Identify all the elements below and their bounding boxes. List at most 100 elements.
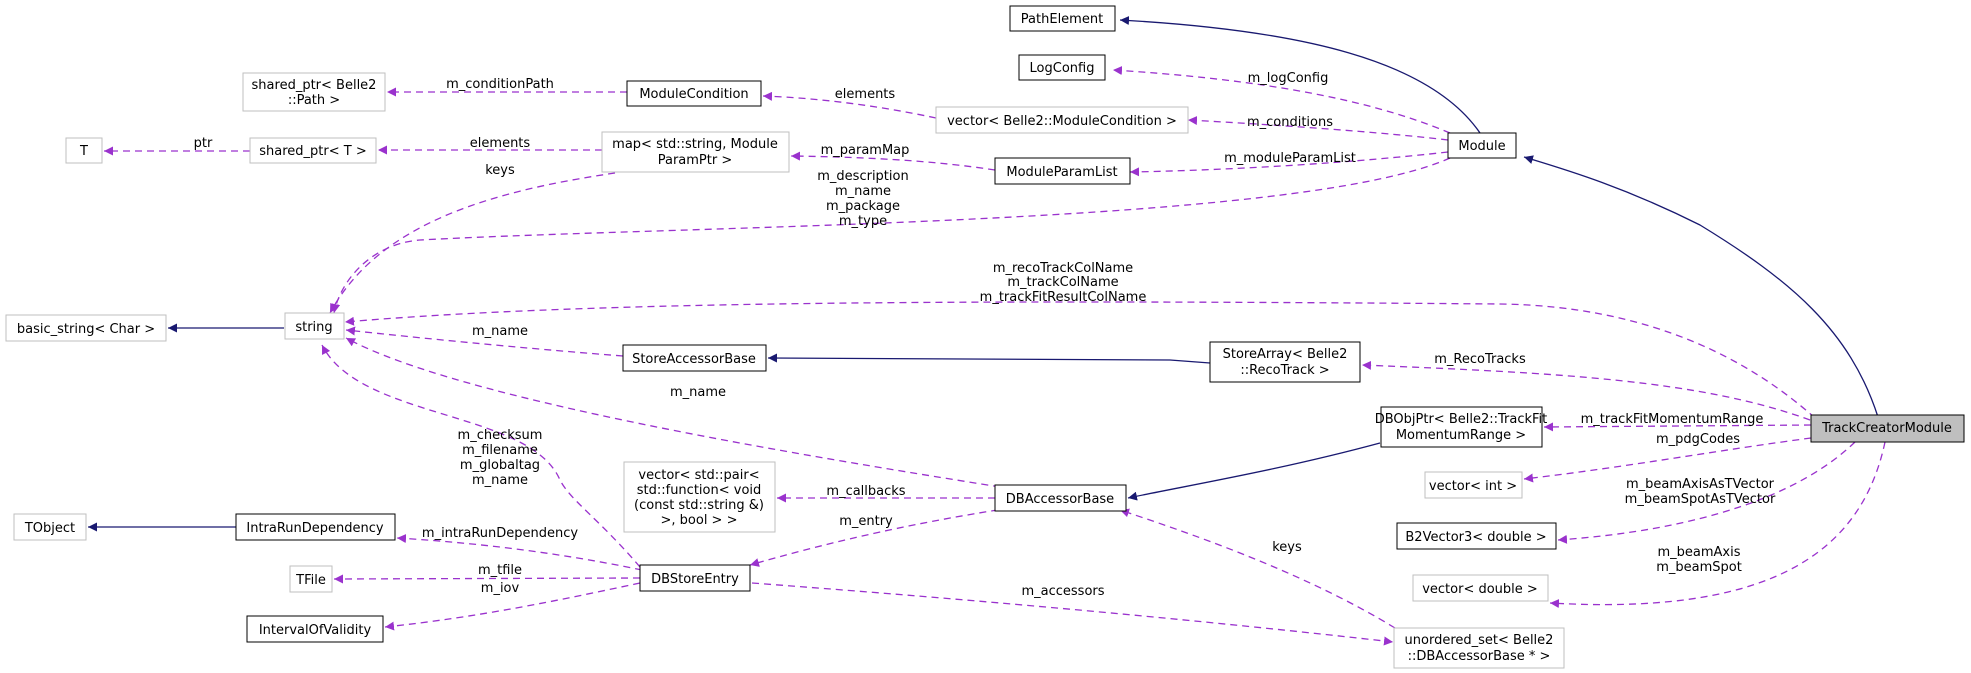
edge-storeaccessorbase-to-string (345, 326, 624, 357)
node-label: string (295, 320, 332, 335)
node-label: StoreAccessorBase (632, 352, 756, 367)
edge-label-parammap: m_paramMap (821, 143, 910, 158)
edge-label-line: m_beamSpotAsTVector (1625, 492, 1776, 507)
edge-label-intrarun: m_intraRunDependency (422, 526, 578, 541)
edge-module-to-moduleparamlist (1129, 151, 1449, 177)
edge-trackcreator-to-b2vector3 (1557, 441, 1856, 544)
node-logconfig[interactable]: LogConfig (1018, 54, 1106, 81)
node-modulecondition[interactable]: ModuleCondition (626, 80, 762, 107)
edge-label-db-name: m_name (670, 385, 726, 400)
edge-dbstoreentry-to-intervalofvalidity (384, 582, 641, 631)
edge-label-line: m_package (826, 199, 900, 214)
edge-dbaccessorbase-to-string (345, 337, 1001, 488)
node-b2vector3[interactable]: B2Vector3< double > (1396, 522, 1557, 550)
edge-vectormodulecondition-to-modulecondition (762, 91, 937, 119)
node-vector-modulecondition[interactable]: vector< Belle2::ModuleCondition > (935, 106, 1189, 134)
edge-trackcreator-to-storearray (1361, 360, 1811, 421)
edge-label-entry: m_entry (839, 514, 893, 529)
node-label: shared_ptr< T > (259, 144, 366, 159)
node-basicstring[interactable]: basic_string< Char > (5, 314, 167, 342)
edge-module-to-logconfig (1112, 66, 1451, 134)
node-label: StoreArray< Belle2 (1223, 347, 1348, 362)
node-sharedptr-path[interactable]: shared_ptr< Belle2 ::Path > (242, 72, 386, 112)
edge-module-to-pathelement (1119, 16, 1481, 134)
edge-label-line: m_recoTrackColName (993, 261, 1133, 276)
node-map-moduleparam[interactable]: map< std::string, Module ParamPtr > (601, 131, 790, 173)
edge-label-line: m_checksum (458, 428, 543, 443)
node-storeaccessorbase[interactable]: StoreAccessorBase (622, 344, 767, 372)
edge-label-track-strings: m_recoTrackColName m_trackColName m_trac… (980, 261, 1147, 305)
edge-label-line: m_name (835, 184, 891, 199)
edge-trackcreator-to-vectorint (1523, 437, 1812, 483)
edge-label-line: m_name (472, 473, 528, 488)
node-label: TrackCreatorModule (1821, 421, 1952, 436)
edge-label-beam-axis: m_beamAxis m_beamSpot (1656, 545, 1742, 575)
node-string[interactable]: string (284, 312, 345, 340)
node-tfile[interactable]: TFile (289, 565, 333, 593)
edge-dbaccessorbase-to-dbstoreentry (749, 507, 1011, 567)
node-pathelement[interactable]: PathElement (1009, 5, 1116, 32)
edge-dbobjptr-to-dbaccessorbase (1127, 442, 1381, 501)
edge-label-line: m_description (817, 169, 908, 184)
node-label: DBObjPtr< Belle2::TrackFit (1375, 412, 1548, 427)
edge-dbstoreentry-to-unorderedset (751, 582, 1394, 646)
node-label: ParamPtr > (658, 153, 733, 168)
node-label: >, bool > > (661, 513, 738, 528)
edge-label-conditionpath: m_conditionPath (446, 77, 554, 92)
node-label: Module (1458, 139, 1505, 154)
edge-label-iov: m_iov (481, 581, 520, 596)
edge-label-logconfig: m_logConfig (1248, 71, 1329, 86)
edge-dbstoreentry-to-tfile (333, 574, 641, 584)
node-unorderedset[interactable]: unordered_set< Belle2 ::DBAccessorBase *… (1393, 627, 1565, 669)
node-label: vector< std::pair< (638, 468, 759, 483)
edge-module-to-string (331, 157, 1451, 314)
edge-label-tfile: m_tfile (478, 563, 522, 578)
node-label: ModuleParamList (1006, 165, 1117, 180)
edge-label-line: m_type (839, 214, 887, 229)
node-moduleparamlist[interactable]: ModuleParamList (994, 157, 1131, 185)
node-sharedptr-t[interactable]: shared_ptr< T > (249, 137, 377, 164)
node-vector-pair-callback[interactable]: vector< std::pair< std::function< void (… (623, 461, 776, 533)
edge-label-line: m_globaltag (460, 458, 540, 473)
node-label: map< std::string, Module (612, 137, 778, 152)
node-label: ModuleCondition (639, 87, 748, 102)
node-vector-double[interactable]: vector< double > (1412, 574, 1549, 602)
node-intervalofvalidity[interactable]: IntervalOfValidity (246, 615, 384, 643)
edge-unorderedset-to-dbaccessorbase (1119, 508, 1396, 629)
node-label: DBStoreEntry (651, 572, 739, 587)
node-t[interactable]: T (65, 137, 103, 164)
node-label: LogConfig (1030, 61, 1095, 76)
edge-label-line: m_beamAxisAsTVector (1626, 477, 1775, 492)
edge-label-accessors: m_accessors (1021, 584, 1104, 599)
node-label: TFile (295, 573, 326, 588)
node-trackcreatormodule[interactable]: TrackCreatorModule (1810, 414, 1965, 443)
edge-label-line: m_beamAxis (1657, 545, 1740, 560)
edge-label-line: m_trackFitResultColName (980, 290, 1147, 305)
node-vector-int[interactable]: vector< int > (1424, 471, 1523, 499)
node-storearray-recotrack[interactable]: StoreArray< Belle2 ::RecoTrack > (1209, 341, 1361, 383)
node-label: shared_ptr< Belle2 (252, 78, 377, 93)
node-dbobjptr[interactable]: DBObjPtr< Belle2::TrackFit MomentumRange… (1375, 406, 1548, 448)
edge-trackcreator-to-module (1523, 155, 1879, 418)
node-dbstoreentry[interactable]: DBStoreEntry (639, 564, 751, 592)
node-label: B2Vector3< double > (1405, 530, 1546, 545)
edge-dbstoreentry-to-string (321, 344, 641, 568)
edge-label-pdgcodes: m_pdgCodes (1656, 432, 1740, 447)
node-module[interactable]: Module (1447, 132, 1517, 159)
node-intrarundependency[interactable]: IntraRunDependency (235, 513, 396, 541)
edge-storearray-to-storeaccessorbase (767, 353, 1211, 364)
node-label: ::Path > (288, 93, 340, 108)
edge-label-keys-set: keys (1272, 540, 1302, 555)
node-label: MomentumRange > (1396, 428, 1526, 443)
node-label: IntervalOfValidity (259, 623, 372, 638)
node-label: vector< double > (1422, 582, 1538, 597)
node-label: ::RecoTrack > (1240, 363, 1329, 378)
node-tobject[interactable]: TObject (13, 513, 87, 541)
edge-label-keys-map: keys (485, 163, 515, 178)
edge-label-recotracks: m_RecoTracks (1434, 352, 1526, 367)
node-dbaccessorbase[interactable]: DBAccessorBase (994, 484, 1127, 512)
edge-trackcreator-to-vectordouble (1549, 441, 1886, 609)
edge-label-elements-cond: elements (835, 87, 896, 102)
node-label: IntraRunDependency (246, 521, 384, 536)
